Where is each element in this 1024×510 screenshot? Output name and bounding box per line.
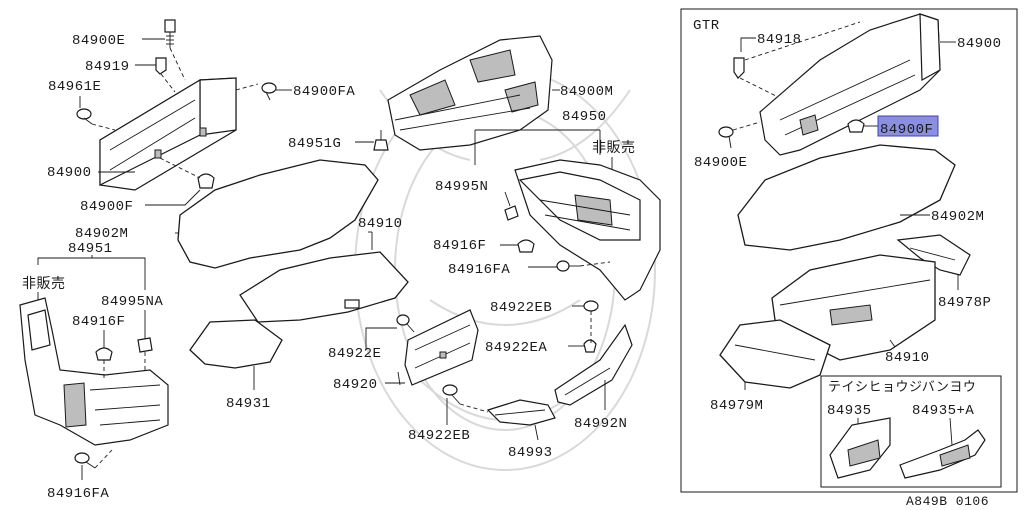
clip-84916f-left[interactable] (95, 347, 113, 361)
gtr-variant-box (680, 8, 1018, 493)
label-84910-left: 84910 (358, 216, 403, 232)
label-84916f-mid: 84916F (433, 238, 486, 254)
label-not-for-sale-left: 非販売 (22, 276, 66, 293)
luggage-board-84910-left[interactable] (239, 251, 409, 323)
clip-84995n[interactable] (504, 205, 519, 221)
clip-84919[interactable] (155, 57, 167, 75)
luggage-board-84910-right[interactable] (771, 254, 936, 361)
label-84916fa-mid: 84916FA (448, 262, 510, 278)
label-84918: 84918 (757, 32, 802, 48)
highlight-84900f (877, 115, 939, 137)
label-not-for-sale-mid: 非販売 (592, 140, 636, 157)
clip-84900f-right[interactable] (847, 119, 865, 133)
label-84995n: 84995N (435, 179, 488, 195)
bolt-84900e-right[interactable] (718, 126, 734, 149)
plate-84935[interactable] (829, 417, 891, 479)
plate-84935a[interactable] (899, 429, 986, 479)
mat-84979m[interactable] (719, 319, 831, 389)
bolt-84916fa-left[interactable] (74, 452, 96, 469)
label-84995na: 84995NA (101, 294, 163, 310)
label-84992n: 84992N (574, 416, 627, 432)
display-board-box (820, 375, 1002, 488)
floor-mat-84902m-left[interactable] (177, 159, 379, 269)
clip-84922ea[interactable] (583, 339, 597, 353)
trim-panel-84900-left[interactable] (99, 77, 259, 191)
bolt-84922eb-top[interactable] (583, 300, 599, 312)
label-84978p: 84978P (938, 295, 991, 311)
label-84916f-left: 84916F (72, 314, 125, 330)
label-84979m: 84979M (710, 398, 763, 414)
side-panel-84951[interactable] (19, 297, 169, 446)
label-84900e: 84900E (72, 33, 125, 49)
label-84922ea: 84922EA (485, 340, 547, 356)
label-84900-left: 84900 (47, 165, 92, 181)
label-84961e: 84961E (48, 79, 101, 95)
label-84922eb-top: 84922EB (490, 300, 552, 316)
bolt-84922eb-bottom[interactable] (442, 384, 461, 405)
trim-panel-84900-right[interactable] (759, 13, 941, 156)
label-84900e-right: 84900E (694, 155, 747, 171)
label-84993: 84993 (508, 445, 553, 461)
label-84902m-left: 84902M (75, 226, 128, 242)
label-display-board: テイシヒョウジバンヨウ (828, 380, 976, 395)
diagram-code: A849B 0106 (906, 494, 989, 509)
clip-84918[interactable] (733, 57, 745, 79)
panel-84920[interactable] (404, 309, 479, 386)
bolt-84922e[interactable] (396, 314, 415, 333)
label-84902m-right: 84902M (931, 209, 984, 225)
bracket-84993[interactable] (486, 399, 556, 426)
label-84916fa-left: 84916FA (47, 486, 109, 502)
label-84910-right: 84910 (885, 350, 930, 366)
label-84900f-left: 84900F (80, 199, 133, 215)
label-84922e: 84922E (328, 346, 381, 362)
label-84935a: 84935+A (912, 403, 974, 419)
clip-84900fa-left[interactable] (261, 82, 277, 101)
label-84935: 84935 (827, 403, 872, 419)
mat-84931[interactable] (189, 319, 283, 369)
label-84951g: 84951G (288, 136, 341, 152)
housing-84950[interactable] (514, 159, 661, 301)
rear-trim-84900m[interactable] (387, 35, 553, 151)
bolt-84900e-left[interactable] (164, 19, 176, 48)
label-84900f-right[interactable]: 84900F (880, 122, 933, 138)
panel-84978p[interactable] (896, 234, 971, 276)
strip-84992n[interactable] (554, 323, 633, 406)
label-gtr: GTR (693, 18, 720, 34)
clip-84900f-left[interactable] (197, 173, 215, 189)
label-84919: 84919 (85, 59, 130, 75)
label-84922eb-bottom: 84922EB (408, 428, 470, 444)
label-84951: 84951 (68, 241, 113, 257)
label-84900m: 84900M (560, 84, 613, 100)
clip-84995na[interactable] (137, 337, 153, 353)
pin-84951g[interactable] (373, 130, 389, 151)
label-84900-right: 84900 (957, 36, 1002, 52)
floor-mat-84902m-right[interactable] (737, 144, 956, 251)
clip-84916f-mid[interactable] (517, 239, 535, 253)
label-84900fa-left: 84900FA (293, 84, 355, 100)
label-84950: 84950 (562, 109, 607, 125)
label-84931: 84931 (226, 396, 271, 412)
screw-84961e[interactable] (76, 108, 93, 125)
label-84920: 84920 (333, 377, 378, 393)
bolt-84916fa-mid[interactable] (556, 260, 580, 272)
